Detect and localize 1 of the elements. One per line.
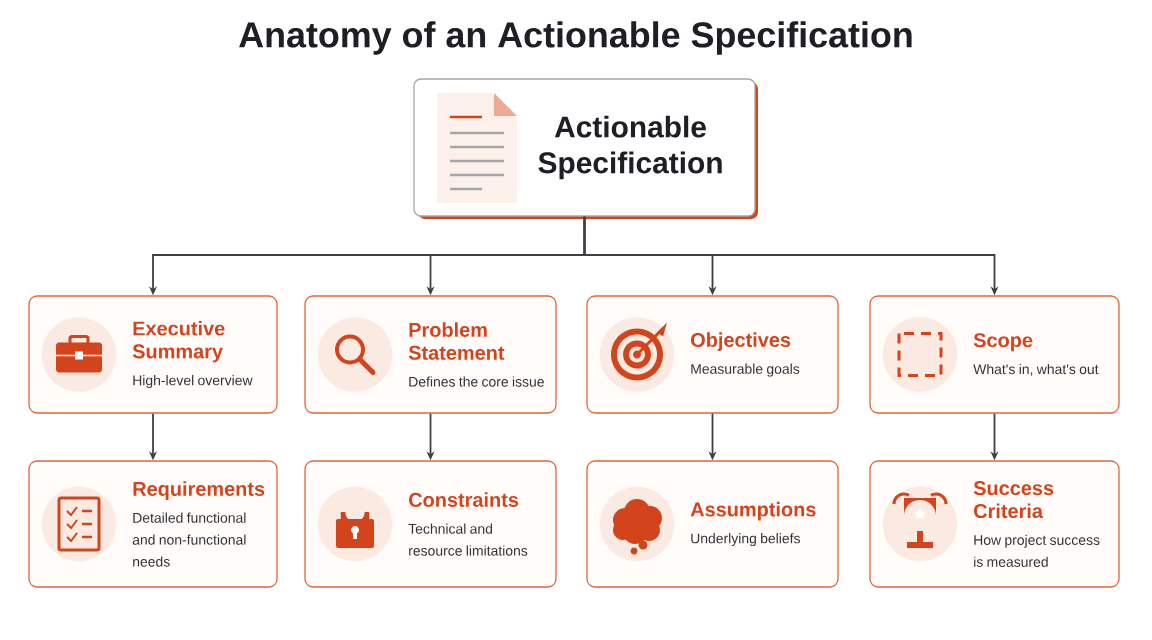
title: Anatomy of an Actionable Specification (239, 21, 912, 55)
